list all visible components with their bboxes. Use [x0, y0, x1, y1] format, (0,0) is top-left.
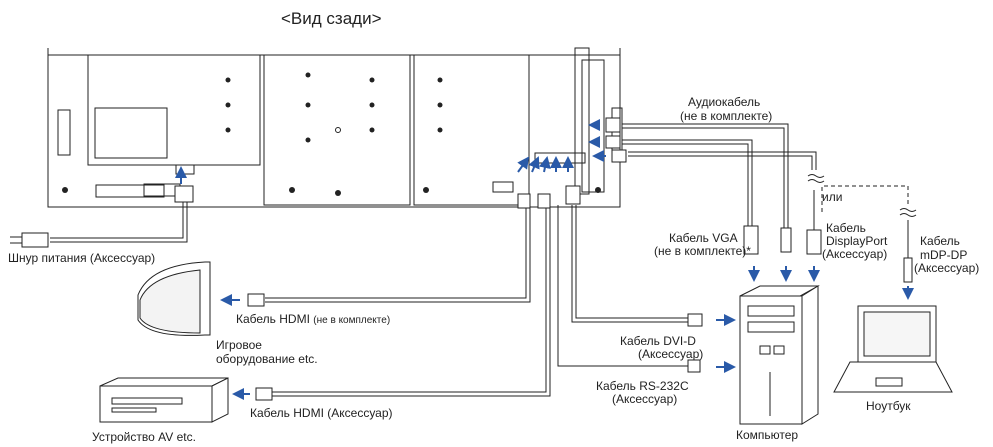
monitor-screws: [62, 72, 601, 196]
displayport-label-1: Кабель: [826, 221, 866, 235]
game-device-label-2: оборудование etc.: [216, 352, 318, 366]
computer-label: Компьютер: [736, 428, 799, 442]
rs232-cable-label: Кабель RS-232C: [596, 379, 689, 393]
power-plug-icon: [10, 232, 49, 248]
vga-cable-label: Кабель VGA: [669, 231, 738, 245]
mdp-label-2: mDP-DP: [920, 248, 968, 262]
monitor-rear-panel: [47, 47, 623, 208]
mdp-label-1: Кабель: [920, 234, 960, 248]
av-device-label: Устройство AV etc.: [92, 430, 196, 444]
cable-break-marks: [807, 174, 917, 217]
audio-cable-label: Аудиокабель: [688, 95, 761, 109]
dvi-cable-label: Кабель DVI-D: [620, 334, 696, 348]
hdmi-game-label: Кабель HDMI (не в комплекте): [236, 312, 391, 327]
hdmi-av-label: Кабель HDMI (Аксессуар): [250, 406, 393, 420]
rs232-cable-note: (Аксессуар): [612, 392, 678, 406]
dvi-cable-note: (Аксессуар): [638, 347, 704, 361]
signal-arrows: [175, 119, 914, 400]
power-cord-label: Шнур питания (Аксессуар): [8, 251, 156, 265]
mdp-label-3: (Аксессуар): [914, 261, 980, 275]
displayport-label-3: (Аксессуар): [822, 247, 888, 261]
or-label: или: [822, 190, 843, 204]
notebook-icon: [833, 305, 953, 393]
audio-cable-note: (не в комплекте): [680, 109, 773, 123]
computer-icon: [739, 285, 820, 425]
vga-cable-note: (не в комплекте)*: [654, 244, 751, 258]
displayport-label-2: DisplayPort: [826, 234, 888, 248]
notebook-label: Ноутбук: [866, 399, 911, 413]
diagram-title: <Вид сзади>: [281, 9, 382, 28]
game-console-icon: [137, 261, 211, 336]
cables: [50, 117, 913, 401]
av-device-icon: [99, 377, 229, 423]
game-device-label-1: Игровое: [216, 338, 262, 352]
alternative-connection-dashed: [821, 185, 909, 212]
